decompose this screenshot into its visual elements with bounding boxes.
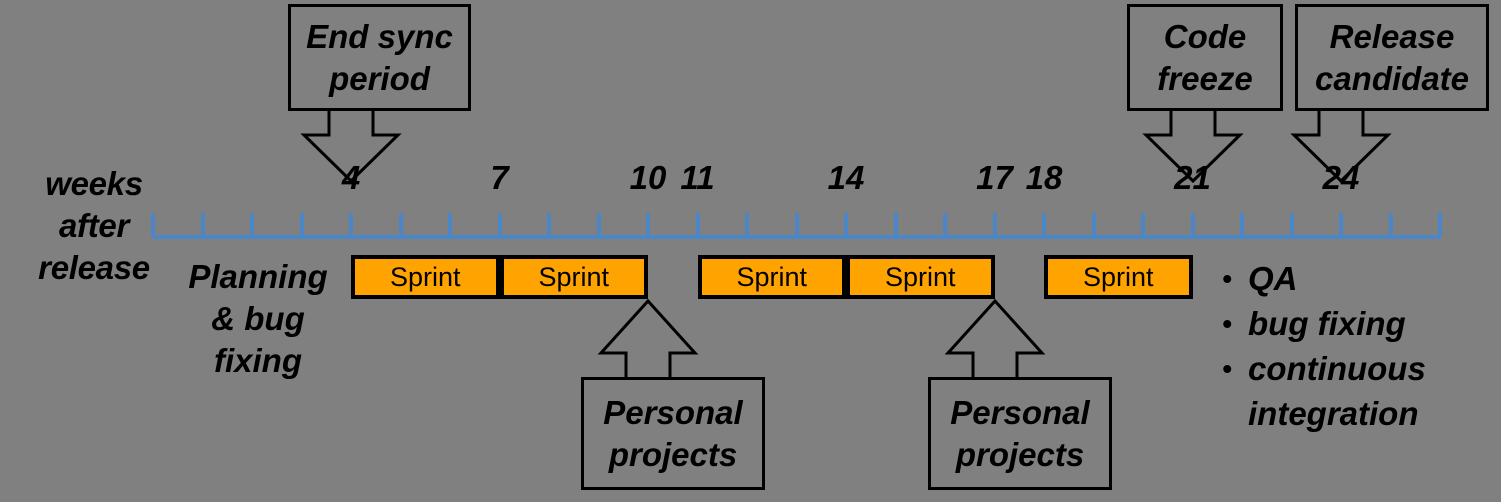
sprint-bar: Sprint — [499, 255, 648, 299]
axis-tick — [1240, 213, 1244, 237]
axis-tick — [250, 213, 254, 237]
week-label: 10 — [629, 159, 667, 196]
axis-tick — [1091, 213, 1096, 237]
axis-tick — [398, 213, 403, 237]
week-label: 4 — [341, 159, 361, 196]
bullet-dot-icon: • — [1222, 263, 1232, 294]
axis-tick — [1042, 213, 1046, 237]
week-label: 11 — [680, 159, 715, 196]
callout-label-line: End sync — [306, 17, 453, 55]
week-label: 14 — [827, 159, 865, 196]
axis-tick — [1141, 213, 1145, 237]
bullet-label: bug fixing — [1248, 305, 1406, 342]
axis-tick — [1190, 213, 1195, 237]
bullet-label: continuous integration — [1248, 350, 1426, 432]
axis-caption-line-2: after — [58, 207, 130, 244]
callout-label-line: period — [329, 59, 430, 97]
axis-tick — [299, 213, 304, 237]
callout-label-line: Personal — [603, 393, 743, 431]
week-label: 18 — [1025, 159, 1063, 196]
axis-tick — [1438, 213, 1442, 237]
bullet-item: • bug fixing — [1222, 301, 1492, 346]
planning-label: Planning & bug fixing — [168, 256, 348, 382]
planning-line-2: & bug fixing — [211, 300, 305, 379]
bullet-item: • QA — [1222, 256, 1492, 301]
callout-up-arrow-icon — [548, 299, 748, 379]
axis-tick — [646, 213, 650, 237]
axis-tick — [992, 213, 997, 237]
week-label: 17 — [976, 159, 1013, 196]
axis-caption-line-3: release — [38, 249, 150, 286]
activity-bullet-list: • QA • bug fixing • continuous integration — [1222, 256, 1492, 436]
callout-label-line: Personal — [950, 393, 1090, 431]
callout-label-line: Release — [1329, 17, 1455, 55]
week-label: 24 — [1322, 159, 1360, 196]
callout-label-line: Code — [1163, 17, 1247, 55]
bullet-dot-icon: • — [1222, 353, 1232, 384]
axis-tick — [745, 213, 749, 237]
callout-label-line: projects — [955, 435, 1085, 473]
callout-down-arrow-icon — [1241, 109, 1441, 183]
axis-tick — [497, 213, 502, 237]
axis-tick — [448, 213, 452, 237]
axis-tick — [893, 213, 898, 237]
callout-up-arrow-icon — [895, 299, 1095, 379]
sprint-bar: Sprint — [846, 255, 995, 299]
callout-down-arrow-icon — [1093, 109, 1293, 183]
axis-tick — [695, 213, 700, 237]
sprint-bar: Sprint — [1044, 255, 1193, 299]
axis-tick — [844, 213, 848, 237]
axis-tick — [596, 213, 601, 237]
callout-box: Personal projects — [928, 377, 1112, 490]
axis-tick — [1289, 213, 1294, 237]
axis-tick — [1388, 213, 1393, 237]
callout-down-arrow-icon — [251, 109, 451, 183]
callout-box: Release candidate — [1295, 4, 1489, 111]
bullet-label: QA — [1248, 260, 1298, 297]
sprint-bar: Sprint — [697, 255, 846, 299]
axis-tick — [200, 213, 205, 237]
callout-box: End sync period — [288, 4, 471, 111]
callout-label-line: freeze — [1157, 59, 1253, 97]
axis-tick — [794, 213, 799, 237]
axis-caption: weeks after release — [18, 163, 170, 289]
axis-tick — [547, 213, 551, 237]
callout-box: Personal projects — [581, 377, 765, 490]
week-label: 21 — [1174, 159, 1211, 196]
planning-line-1: Planning — [188, 258, 328, 295]
bullet-item: • continuous integration — [1222, 346, 1492, 436]
axis-tick — [943, 213, 947, 237]
axis-tick — [349, 213, 353, 237]
sprint-bar: Sprint — [351, 255, 500, 299]
week-label: 7 — [490, 159, 509, 196]
callout-box: Code freeze — [1127, 4, 1283, 111]
timeline-axis-line — [153, 235, 1440, 239]
callout-label-line: projects — [608, 435, 738, 473]
callout-label-line: candidate — [1314, 59, 1470, 97]
bullet-dot-icon: • — [1222, 308, 1232, 339]
axis-caption-line-1: weeks — [45, 165, 143, 202]
axis-tick — [151, 213, 155, 237]
axis-tick — [1339, 213, 1343, 237]
